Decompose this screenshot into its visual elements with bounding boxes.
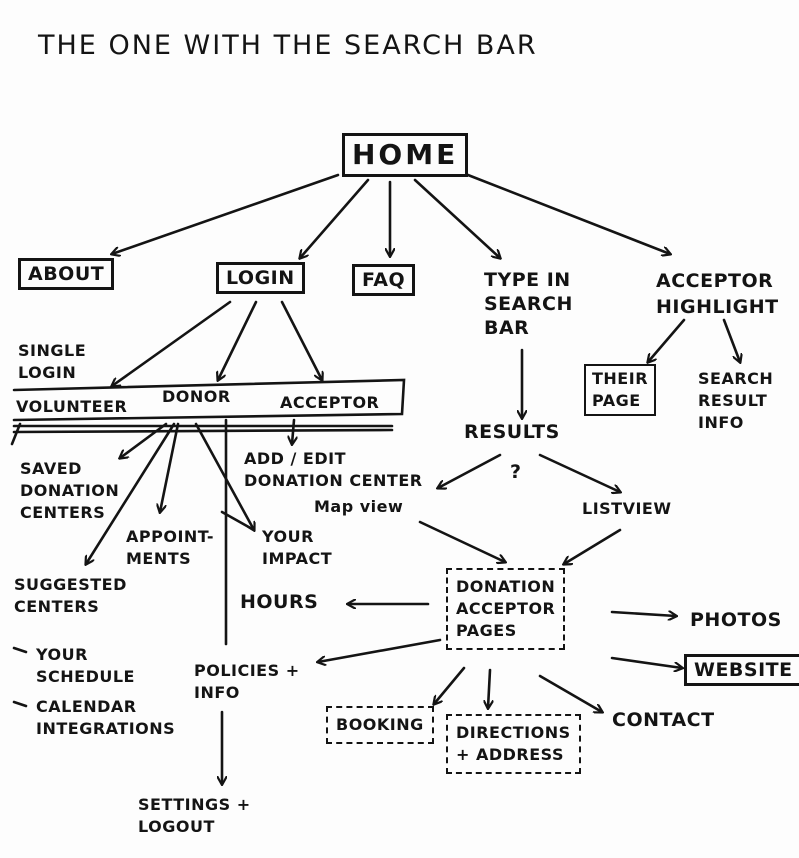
arrow-results-list (538, 453, 620, 492)
arrow-home-search (413, 178, 500, 258)
node-home: HOME (342, 133, 469, 177)
node-settings-logout: SETTINGS + LOGOUT (138, 795, 251, 836)
arrow-home-about (112, 173, 340, 254)
node-donor: DONOR (162, 387, 231, 406)
node-volunteer: VOLUNTEER (16, 397, 128, 416)
arrow-login-volunteer (112, 300, 232, 386)
node-hours: HOURS (240, 591, 319, 613)
arrow-login-donor (218, 300, 258, 380)
arrow-acceptor-add (292, 418, 294, 444)
arrow-login-acceptor (280, 300, 322, 380)
arrow-highlight-their-page (648, 318, 686, 362)
arrow-list-pages (564, 528, 622, 564)
arrow-bar-saved (120, 422, 168, 458)
node-question: ? (510, 461, 522, 483)
arrow-map-pages (418, 520, 505, 562)
left-stem (10, 422, 22, 446)
node-suggested-centers: SUGGESTED CENTERS (14, 575, 127, 616)
node-about: ABOUT (18, 258, 115, 290)
node-acceptor: ACCEPTOR (280, 393, 380, 412)
node-acceptor-highlight: ACCEPTOR HIGHLIGHT (656, 270, 779, 318)
node-type-search: TYPE IN SEARCH BAR (484, 269, 573, 339)
node-map-view: Map view (314, 497, 404, 516)
node-listview: LISTVIEW (582, 499, 672, 518)
node-your-schedule: YOUR SCHEDULE (36, 645, 135, 686)
node-their-page: THEIR PAGE (584, 364, 657, 416)
node-directions-address: DIRECTIONS + ADDRESS (446, 714, 581, 774)
node-saved-centers: SAVED DONATION CENTERS (20, 459, 120, 522)
node-add-edit-center: ADD / EDIT DONATION CENTER (244, 449, 423, 490)
node-photos: PHOTOS (690, 609, 782, 631)
arrow-pages-directions (488, 668, 490, 708)
node-appointments: APPOINT- MENTS (126, 527, 214, 568)
arrow-results-map (438, 453, 502, 488)
node-website: WEBSITE (684, 654, 799, 686)
node-search-result-info: SEARCH RESULT INFO (698, 369, 774, 432)
arrow-pages-photos (610, 612, 676, 616)
node-faq: FAQ (352, 264, 416, 296)
arrow-pages-booking (434, 666, 466, 704)
arrow-pages-policies (318, 638, 442, 662)
node-single-login: SINGLE LOGIN (18, 341, 87, 382)
arrow-pages-contact (538, 674, 602, 712)
arrow-donor-appointments (160, 422, 180, 512)
arrow-home-login (300, 178, 370, 258)
node-your-impact: YOUR IMPACT (262, 527, 333, 568)
arrow-home-acceptor-highlight (466, 173, 670, 254)
node-policies-info: POLICIES + INFO (194, 661, 300, 702)
tick-calendar (12, 700, 28, 708)
bar-underline-2 (12, 428, 394, 434)
arrow-donor-suggested (86, 422, 176, 564)
impact-hook (220, 510, 256, 532)
user-type-bar (12, 378, 406, 422)
node-calendar-integrations: CALENDAR INTEGRATIONS (36, 697, 176, 738)
page-title: THE ONE WITH THE SEARCH BAR (38, 30, 538, 61)
node-contact: CONTACT (612, 709, 715, 731)
arrow-pages-website (610, 656, 682, 668)
node-login: LOGIN (216, 262, 305, 294)
node-results: RESULTS (464, 421, 560, 443)
tick-schedule (12, 646, 28, 654)
node-donation-acceptor-pages: DONATION ACCEPTOR PAGES (446, 568, 566, 650)
arrow-highlight-search-info (722, 318, 740, 362)
node-booking: BOOKING (326, 706, 434, 744)
